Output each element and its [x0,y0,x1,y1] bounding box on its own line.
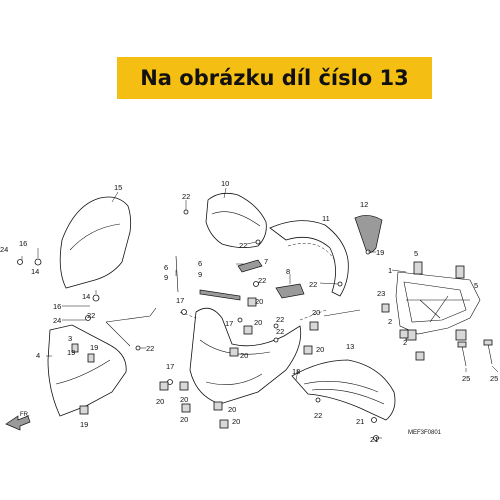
callout-25: 25 [490,374,498,383]
callout-11: 11 [322,214,330,223]
callout-21: 21 [370,435,378,444]
front-frame [395,261,481,341]
callout-9: 9 [198,270,202,279]
leader-lines [21,200,499,439]
callout-25: 25 [462,374,470,383]
callout-20: 20 [255,297,263,306]
callout-20: 20 [316,345,324,354]
side-cowl [47,324,127,417]
callout-20: 20 [312,308,320,317]
callout-22: 22 [276,327,284,336]
callout-17: 17 [166,362,174,371]
callout-22: 22 [314,411,322,420]
callout-14: 14 [82,292,90,301]
callout-14: 14 [31,267,39,276]
molding-strip-left [175,255,179,293]
screen-upper [205,187,267,248]
front-center-cover [189,307,302,405]
callout-19: 19 [90,343,98,352]
callout-10: 10 [221,179,229,188]
callout-22: 22 [87,311,95,320]
callout-20: 20 [240,351,248,360]
callout-9: 9 [164,273,168,282]
callout-16: 16 [19,239,27,248]
trim-strip [237,259,263,273]
banner-text: Na obrázku díl číslo 13 [140,66,409,90]
callout-15: 15 [114,183,122,192]
callout-22: 22 [276,315,284,324]
callout-24: 24 [53,316,61,325]
diagram-code: MEF3F0801 [408,430,442,436]
callout-20: 20 [156,397,164,406]
front-direction-arrow: FR. [5,412,31,431]
windscreen [59,191,132,289]
callout-16: 16 [53,302,61,311]
callout-13: 13 [346,342,354,351]
callout-2: 2 [403,338,407,347]
callout-21: 21 [356,417,364,426]
molding-strip-mid [199,289,241,301]
callout-20: 20 [232,417,240,426]
callout-3: 3 [68,334,72,343]
callout-6: 6 [164,263,168,272]
callout-7: 7 [264,257,268,266]
part-number-banner: Na obrázku díl číslo 13 [117,57,432,99]
callout-4: 4 [36,351,40,360]
callout-12: 12 [360,200,368,209]
callout-17: 17 [176,296,184,305]
callout-6: 6 [198,259,202,268]
callout-22: 22 [182,192,190,201]
callout-1: 1 [388,266,392,275]
callout-22: 22 [258,276,266,285]
callout-20: 20 [254,318,262,327]
callout-19: 19 [80,420,88,429]
small-bracket [354,215,383,253]
center-bracket [275,283,305,299]
callout-5: 5 [414,249,418,258]
fasteners [17,209,493,441]
under-cover-13 [291,359,396,421]
callout-24: 24 [0,245,8,254]
callout-20: 20 [228,405,236,414]
callout-20: 20 [180,415,188,424]
callout-19: 19 [67,348,75,357]
trim-strip-long [105,307,157,347]
callout-2: 2 [388,317,392,326]
inner-bracket [269,220,349,297]
callout-22: 22 [309,280,317,289]
front-arrow-label: FR. [20,412,30,418]
callout-22: 22 [239,241,247,250]
callout-22: 22 [146,344,154,353]
callout-19: 19 [376,248,384,257]
callout-18: 18 [292,367,300,376]
callout-numbers: 15 10 22 11 12 24 16 14 22 7 6 9 6 9 22 … [0,179,498,444]
callout-5: 5 [474,281,478,290]
callout-8: 8 [286,267,290,276]
callout-20: 20 [180,395,188,404]
callout-23: 23 [377,289,385,298]
callout-17: 17 [225,319,233,328]
